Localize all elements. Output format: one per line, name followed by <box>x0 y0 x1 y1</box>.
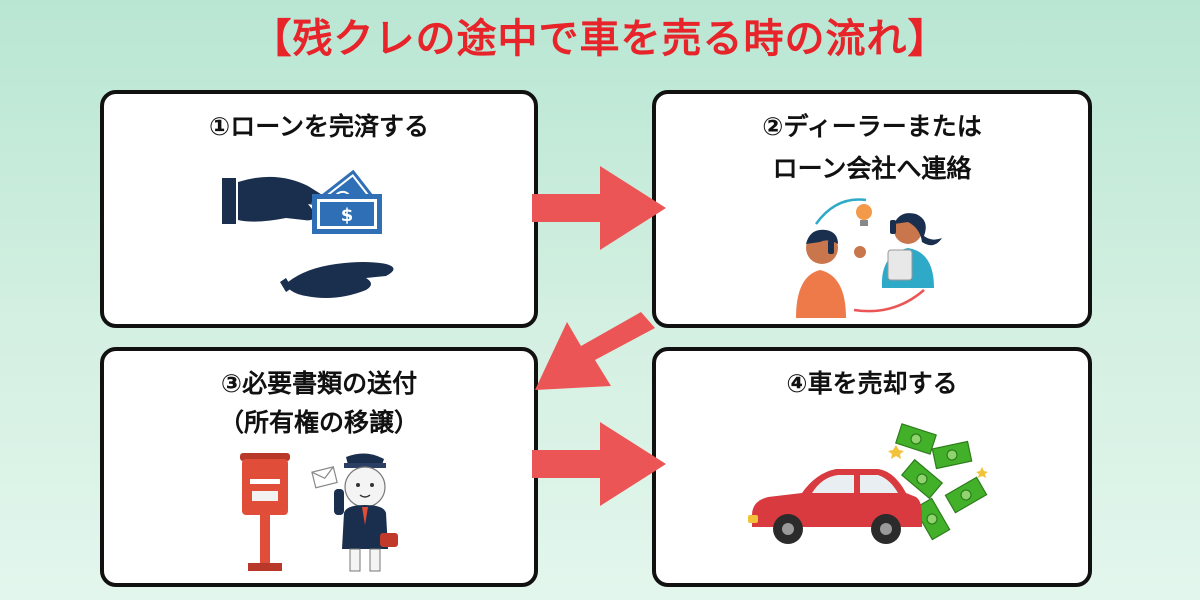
car-with-cash-icon <box>746 415 996 565</box>
step-3-label-line-1: ③必要書類の送付 <box>220 369 418 398</box>
step-1-label: ①ローンを完済する <box>209 112 429 141</box>
step-3-card: ③必要書類の送付 （所有権の移譲） <box>100 347 538 587</box>
step-2-label-line-1: ②ディーラーまたは <box>762 112 982 141</box>
step-2-label-line-2: ローン会社へ連絡 <box>772 154 972 183</box>
page-title: 【残クレの途中で車を売る時の流れ】 <box>251 16 949 62</box>
arrow-step3-to-step4 <box>530 414 670 514</box>
step-3-label-line-2: （所有権の移譲） <box>218 408 419 437</box>
mailbox-and-mail-carrier-icon <box>234 449 414 579</box>
arrow-step1-to-step2 <box>530 158 670 258</box>
step-1-card: ①ローンを完済する $ <box>100 90 538 328</box>
step-4-label: ④車を売却する <box>786 369 958 398</box>
people-phone-call-icon <box>784 192 964 320</box>
svg-text:$: $ <box>341 205 354 226</box>
step-4-card: ④車を売却する <box>652 347 1092 587</box>
arrow-step2-to-step3 <box>533 300 663 410</box>
step-2-card: ②ディーラーまたは ローン会社へ連絡 <box>652 90 1092 328</box>
hand-paying-money-icon: $ <box>216 160 426 310</box>
